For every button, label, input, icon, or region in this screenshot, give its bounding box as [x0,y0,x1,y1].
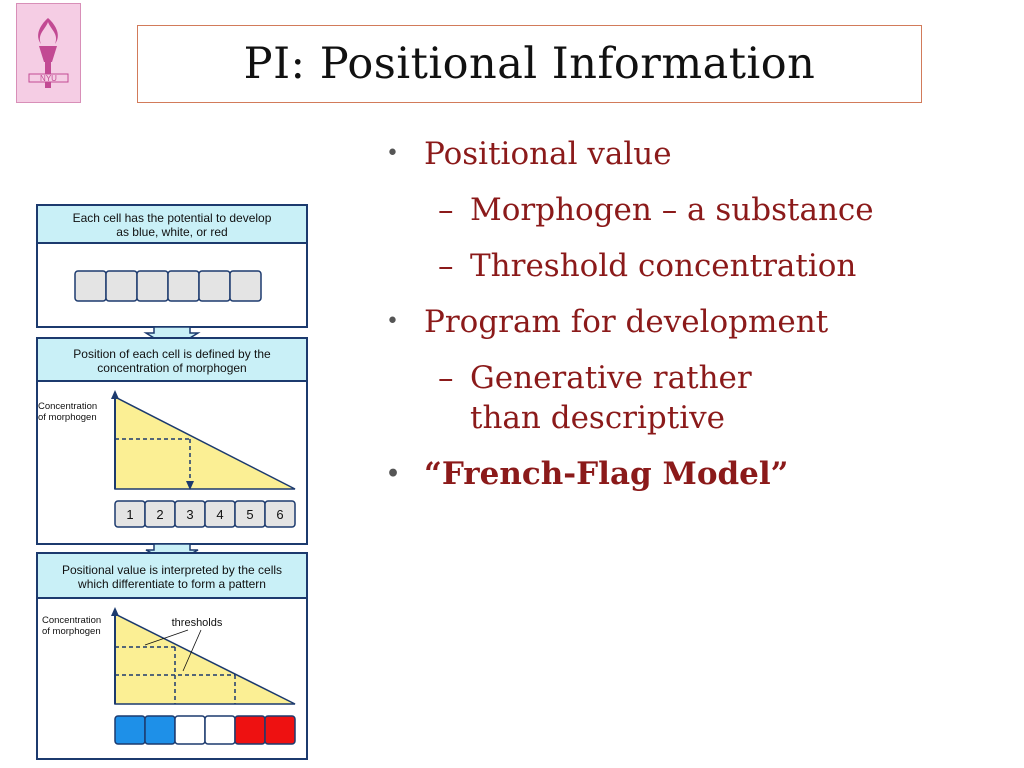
nyu-logo: NYU [16,3,81,103]
guide-arrow-icon [186,481,194,490]
cell [167,270,200,302]
bullet-text: Program for development [424,304,829,340]
cell [136,270,169,302]
bullet-text-emphasis: “French-Flag Model” [424,456,789,492]
panel-2-header [36,337,308,382]
white-cell [204,715,236,745]
sub-bullet-item: – Generative rather than descriptive [380,358,800,438]
undifferentiated-cells [74,270,262,302]
cell [105,270,138,302]
bullet-dot-icon: • [386,461,401,487]
panel-2-header-text: Position of each cell is defined by the [73,347,271,361]
bullet-text: Positional value [424,136,672,172]
axis-label: Concentration [38,401,97,412]
french-flag-diagram: Each cell has the potential to develop a… [36,204,308,760]
red-cell [264,715,296,745]
panel-1-header-text: Each cell has the potential to develop [73,211,272,225]
bullet-dot-icon: • [386,141,399,166]
panel-2-header-text: concentration of morphogen [97,361,246,375]
dash-icon: – [438,360,454,396]
dash-icon: – [438,192,454,228]
numbered-cells: 1 2 3 4 5 6 [114,500,296,528]
cell-number: 5 [246,507,253,522]
blue-cell [144,715,176,745]
sub-bullet-item: – Threshold concentration [380,246,1010,286]
cell-number: 6 [276,507,283,522]
cell [264,500,296,528]
axis-arrow-icon [111,390,119,399]
bullet-list: • Positional value – Morphogen – a subst… [380,134,1010,510]
bullet-item: • Program for development [380,302,1010,342]
panel-1-header-text: as blue, white, or red [116,225,227,239]
panel-3-header-text: Positional value is interpreted by the c… [62,563,282,577]
thresholds-label: thresholds [172,617,223,629]
cell [198,270,231,302]
bullet-dot-icon: • [386,309,399,334]
sub-bullet-text: Threshold concentration [470,248,857,284]
sub-bullet-text: Generative rather than descriptive [470,360,752,436]
axis-label: of morphogen [38,412,97,423]
bullet-item: • “French-Flag Model” [380,454,1010,494]
axis-arrow-icon [111,607,119,616]
cell-number: 4 [216,507,223,522]
cell-number: 3 [186,507,193,522]
torch-icon: NYU [17,4,80,102]
red-cell [234,715,266,745]
cell [74,270,107,302]
cell-number: 2 [156,507,163,522]
white-cell [174,715,206,745]
logo-text: NYU [40,74,57,83]
axis-label: of morphogen [42,626,101,637]
threshold-pointer [144,629,189,646]
dash-icon: – [438,248,454,284]
cell-number: 1 [126,507,133,522]
threshold-pointer [182,629,202,672]
axis-label: Concentration [42,615,101,626]
slide-title: PI: Positional Information [243,39,816,89]
blue-cell [114,715,146,745]
panel-3-header [36,552,308,599]
french-flag-cells [114,715,296,745]
slide-title-box: PI: Positional Information [137,25,922,103]
panel-1-header [36,204,308,244]
bullet-item: • Positional value [380,134,1010,174]
sub-bullet-text: Morphogen – a substance [470,192,874,228]
panel-3-header-text: which differentiate to form a pattern [77,577,266,591]
cell [229,270,262,302]
sub-bullet-item: – Morphogen – a substance [380,190,1010,230]
